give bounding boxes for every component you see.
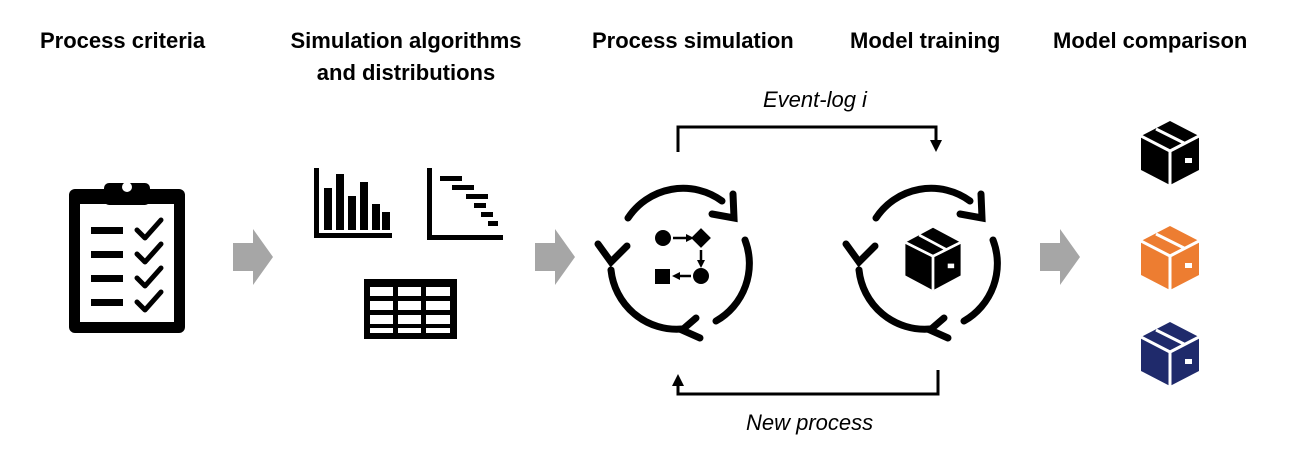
stage-title-simulation: Process simulation [592,28,794,53]
flow-arrow-2 [535,229,575,285]
event-log-label: Event-log i [763,87,867,112]
table-grid-icon [364,279,457,339]
process-flow-glyph [655,228,711,284]
cycle-box-icon [842,184,1001,342]
cycle-process-flow-icon [594,184,753,342]
clipboard-checklist-icon [69,182,185,333]
gantt-chart-icon [427,168,503,240]
flow-arrow-1 [233,229,273,285]
bar-chart-icon [314,168,392,238]
new-process-label: New process [746,410,874,435]
flow-arrow-3 [1040,229,1080,285]
stage-title-criteria: Process criteria [40,28,206,53]
model-box-icon-black [1140,121,1200,185]
new-process-connector [672,370,940,396]
stage-title-algorithms: Simulation algorithms and distributions [280,25,532,89]
model-box-icon-orange [1140,226,1200,290]
event-log-connector [676,125,942,152]
stage-title-comparison: Model comparison [1053,28,1248,53]
training-box-icon [904,227,962,291]
model-box-icon-navy [1140,322,1200,386]
stage-title-algorithms-line2: and distributions [316,60,496,85]
stage-title-algorithms-line1: Simulation algorithms [290,28,522,53]
stage-title-training: Model training [850,28,1001,53]
